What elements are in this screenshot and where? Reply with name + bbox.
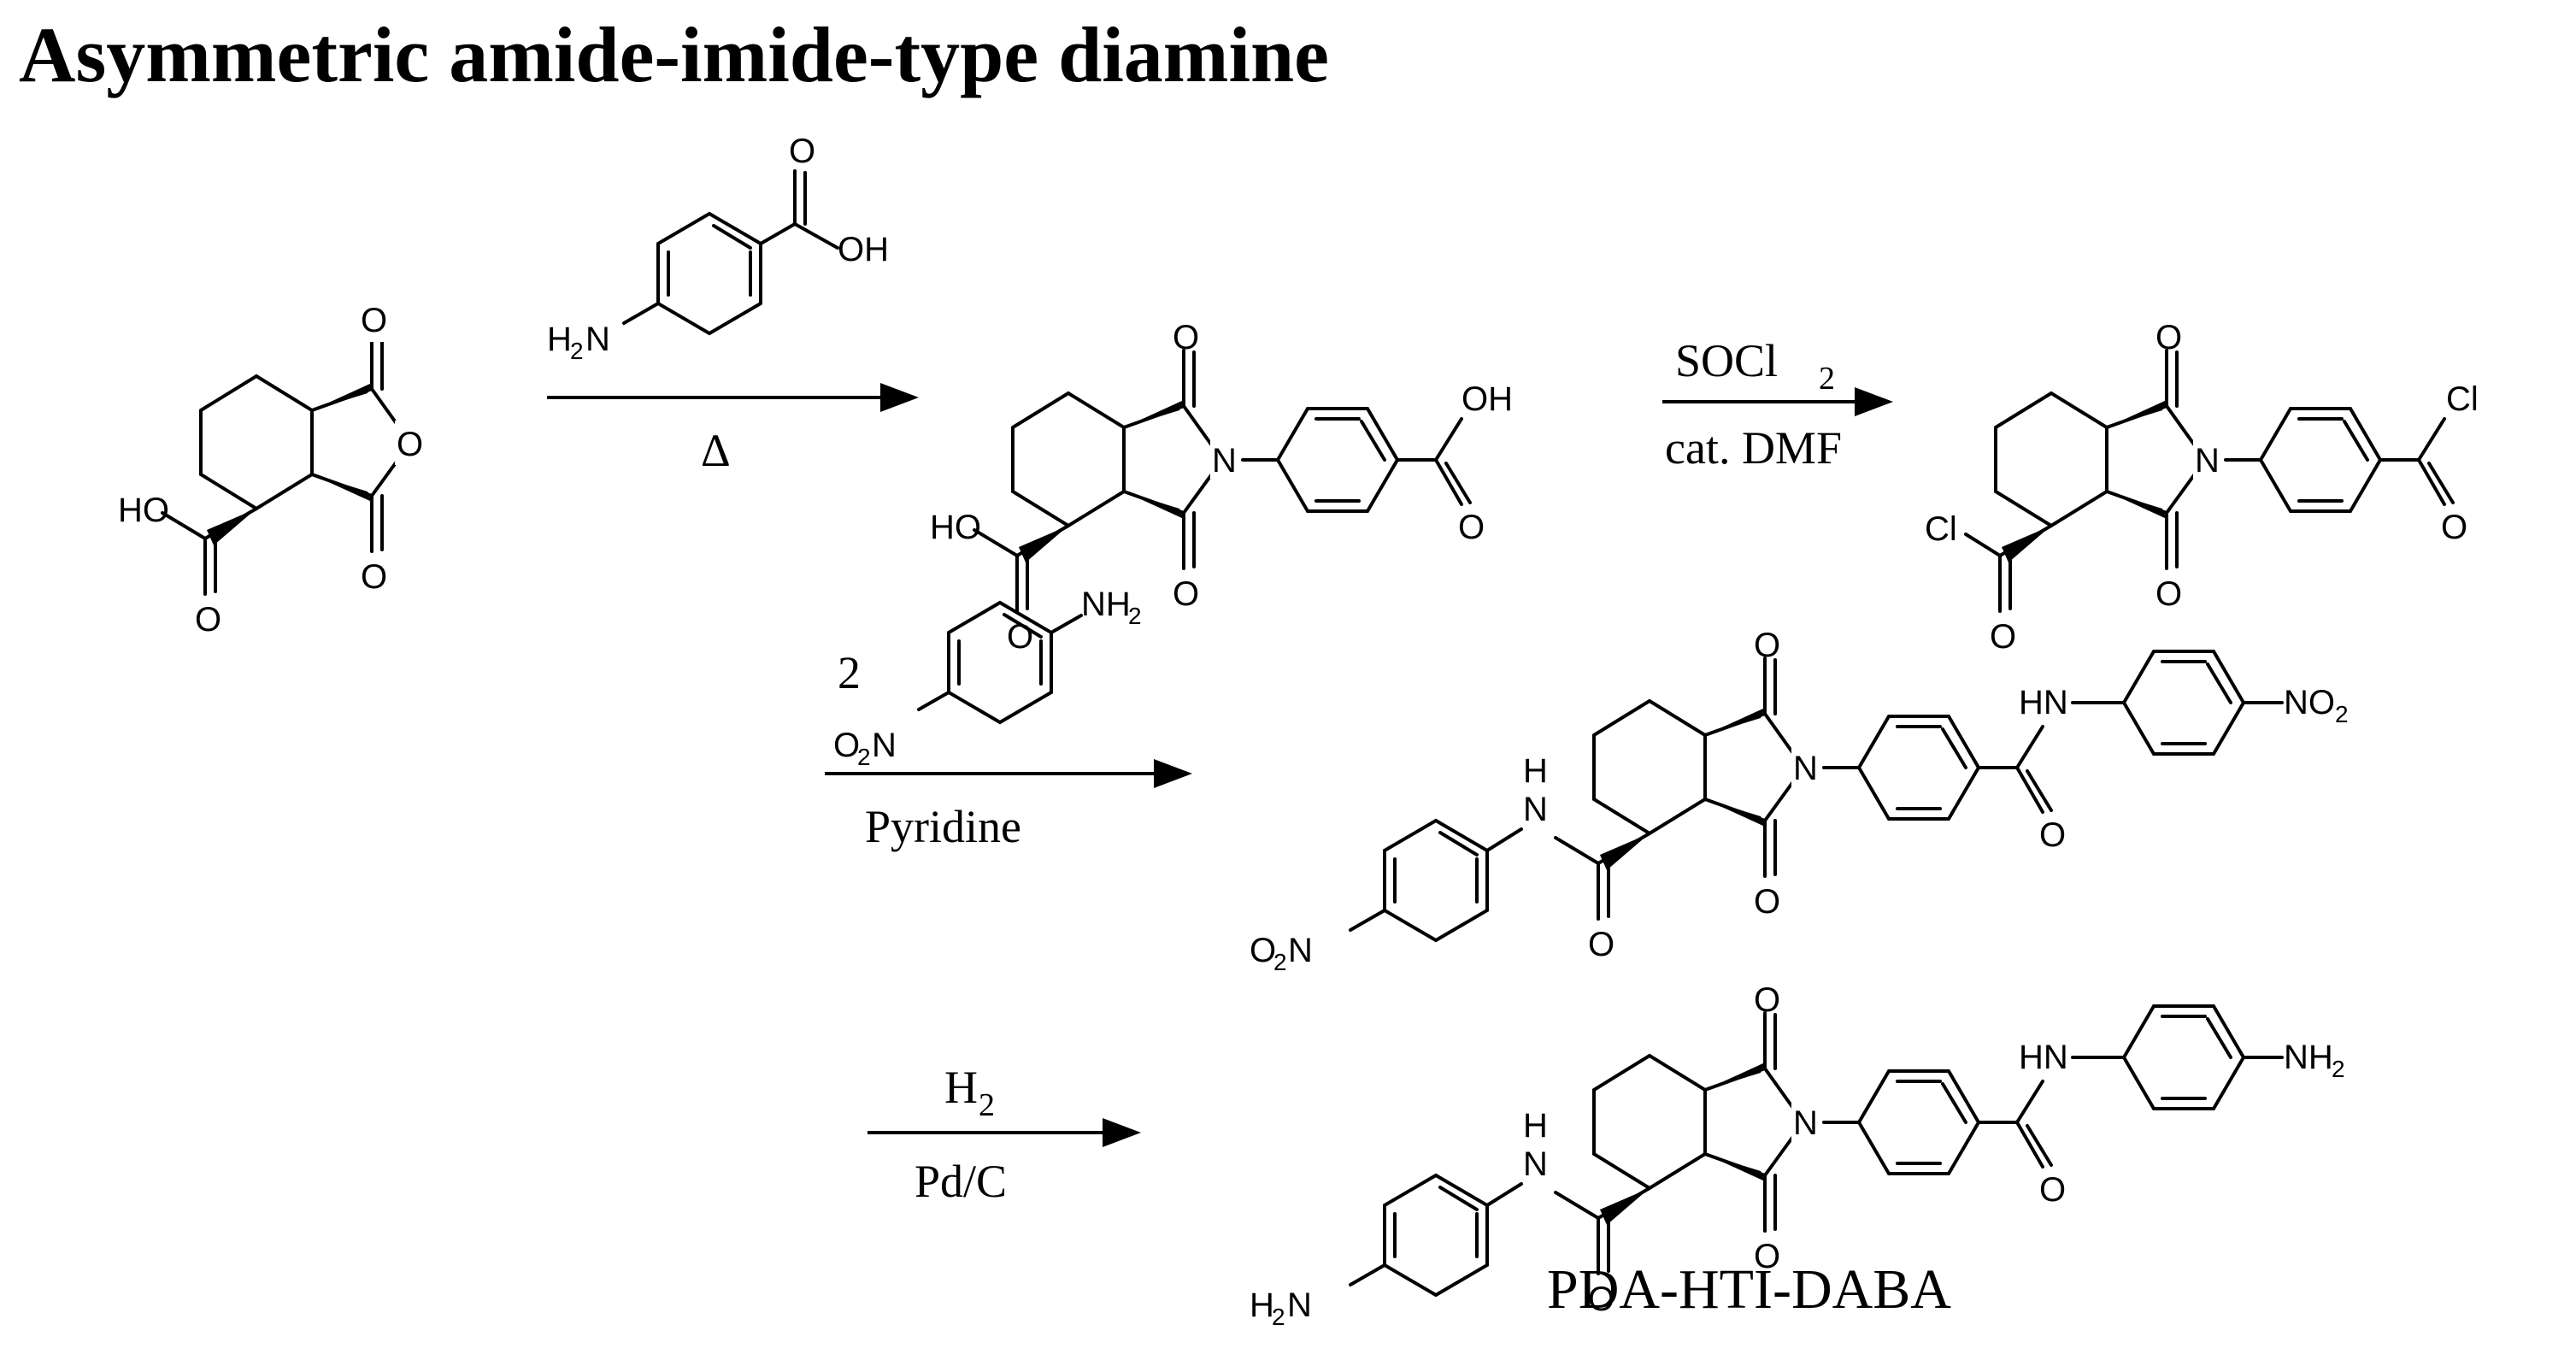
svg-text:O: O [1754, 883, 1780, 921]
svg-text:O: O [1250, 932, 1276, 969]
svg-text:2: 2 [1128, 603, 1142, 629]
svg-text:O: O [2441, 509, 2467, 546]
svg-text:2: 2 [570, 338, 584, 364]
intermediate-diacid: N O O OH O HO O [930, 319, 1513, 656]
svg-text:HN: HN [2019, 684, 2068, 721]
svg-text:O: O [1458, 509, 1485, 546]
svg-text:N: N [2195, 442, 2220, 480]
svg-text:O: O [1588, 1280, 1614, 1318]
svg-text:N: N [1793, 750, 1818, 787]
product-name: PDA-HTI-DABA [1547, 1258, 1951, 1321]
step-4-condition: Pd/C [915, 1156, 1007, 1207]
step-2-reagent: SOCl [1675, 335, 1778, 386]
svg-text:NO: NO [2284, 684, 2335, 721]
step-3-condition: Pyridine [865, 801, 1021, 852]
svg-text:O: O [195, 601, 221, 639]
svg-text:2: 2 [1272, 1304, 1285, 1330]
step-2-condition: cat. DMF [1665, 422, 1842, 474]
svg-text:HO: HO [930, 509, 981, 546]
svg-text:N: N [1287, 1286, 1312, 1324]
svg-text:O: O [1754, 627, 1780, 664]
svg-text:NH: NH [2284, 1039, 2333, 1076]
svg-text:2: 2 [2332, 1056, 2345, 1082]
svg-text:HN: HN [2019, 1039, 2068, 1076]
reaction-arrow-step-4: H 2 Pd/C [867, 1062, 1141, 1207]
svg-text:O: O [833, 727, 860, 764]
svg-text:H: H [1523, 752, 1548, 790]
svg-text:O: O [361, 302, 387, 339]
svg-text:OH: OH [838, 231, 889, 268]
svg-text:O: O [789, 132, 815, 170]
svg-text:H: H [547, 321, 572, 358]
step-4-reagent: H [944, 1062, 978, 1113]
step-1-condition: Δ [701, 425, 731, 476]
svg-text:O: O [1754, 981, 1780, 1019]
reaction-arrow-step-1: O OH H 2 N Δ [547, 132, 919, 476]
svg-text:O: O [1990, 618, 2016, 656]
svg-text:2: 2 [2335, 701, 2349, 727]
svg-text:N: N [1212, 442, 1237, 480]
svg-text:O: O [397, 426, 423, 463]
svg-text:NH: NH [1081, 586, 1131, 623]
intermediate-diacid-chloride: N O O Cl O Cl O [1925, 319, 2479, 656]
svg-text:O: O [1173, 319, 1199, 356]
svg-text:2: 2 [1273, 949, 1287, 975]
svg-text:N: N [1523, 791, 1548, 828]
svg-text:H: H [1523, 1107, 1548, 1145]
svg-text:O: O [2155, 575, 2182, 613]
svg-text:N: N [1793, 1104, 1818, 1142]
reaction-arrow-step-3: 2 NH 2 O 2 N Pyridine [825, 586, 1192, 852]
svg-text:2: 2 [1819, 361, 1835, 397]
svg-text:Cl: Cl [1925, 510, 1957, 548]
svg-text:2: 2 [979, 1087, 995, 1123]
svg-text:HO: HO [118, 492, 169, 529]
scheme-title: Asymmetric amide-imide-type diamine [19, 11, 1329, 98]
svg-text:N: N [1288, 932, 1313, 969]
svg-text:O: O [2155, 319, 2182, 356]
svg-text:N: N [585, 321, 610, 358]
step-3-coefficient: 2 [838, 647, 861, 698]
starting-anhydride: O O O HO O [118, 299, 426, 639]
intermediate-dinitro: N O O O HN NO 2 O N H O 2 N [1250, 627, 2349, 975]
svg-text:N: N [1523, 1145, 1548, 1183]
svg-text:O: O [1588, 926, 1614, 963]
svg-text:O: O [2039, 816, 2066, 854]
svg-text:O: O [361, 558, 387, 596]
svg-text:OH: OH [1461, 380, 1513, 418]
svg-text:Cl: Cl [2446, 380, 2479, 418]
svg-text:H: H [1250, 1286, 1274, 1324]
svg-text:O: O [1754, 1238, 1780, 1275]
reaction-arrow-step-2: SOCl 2 cat. DMF [1662, 335, 1893, 474]
svg-text:2: 2 [857, 744, 871, 770]
svg-text:O: O [1173, 575, 1199, 613]
product-diamine: N O O O HN NH 2 O N H H 2 N [1250, 981, 2345, 1330]
svg-text:O: O [2039, 1171, 2066, 1209]
svg-text:N: N [872, 727, 897, 764]
